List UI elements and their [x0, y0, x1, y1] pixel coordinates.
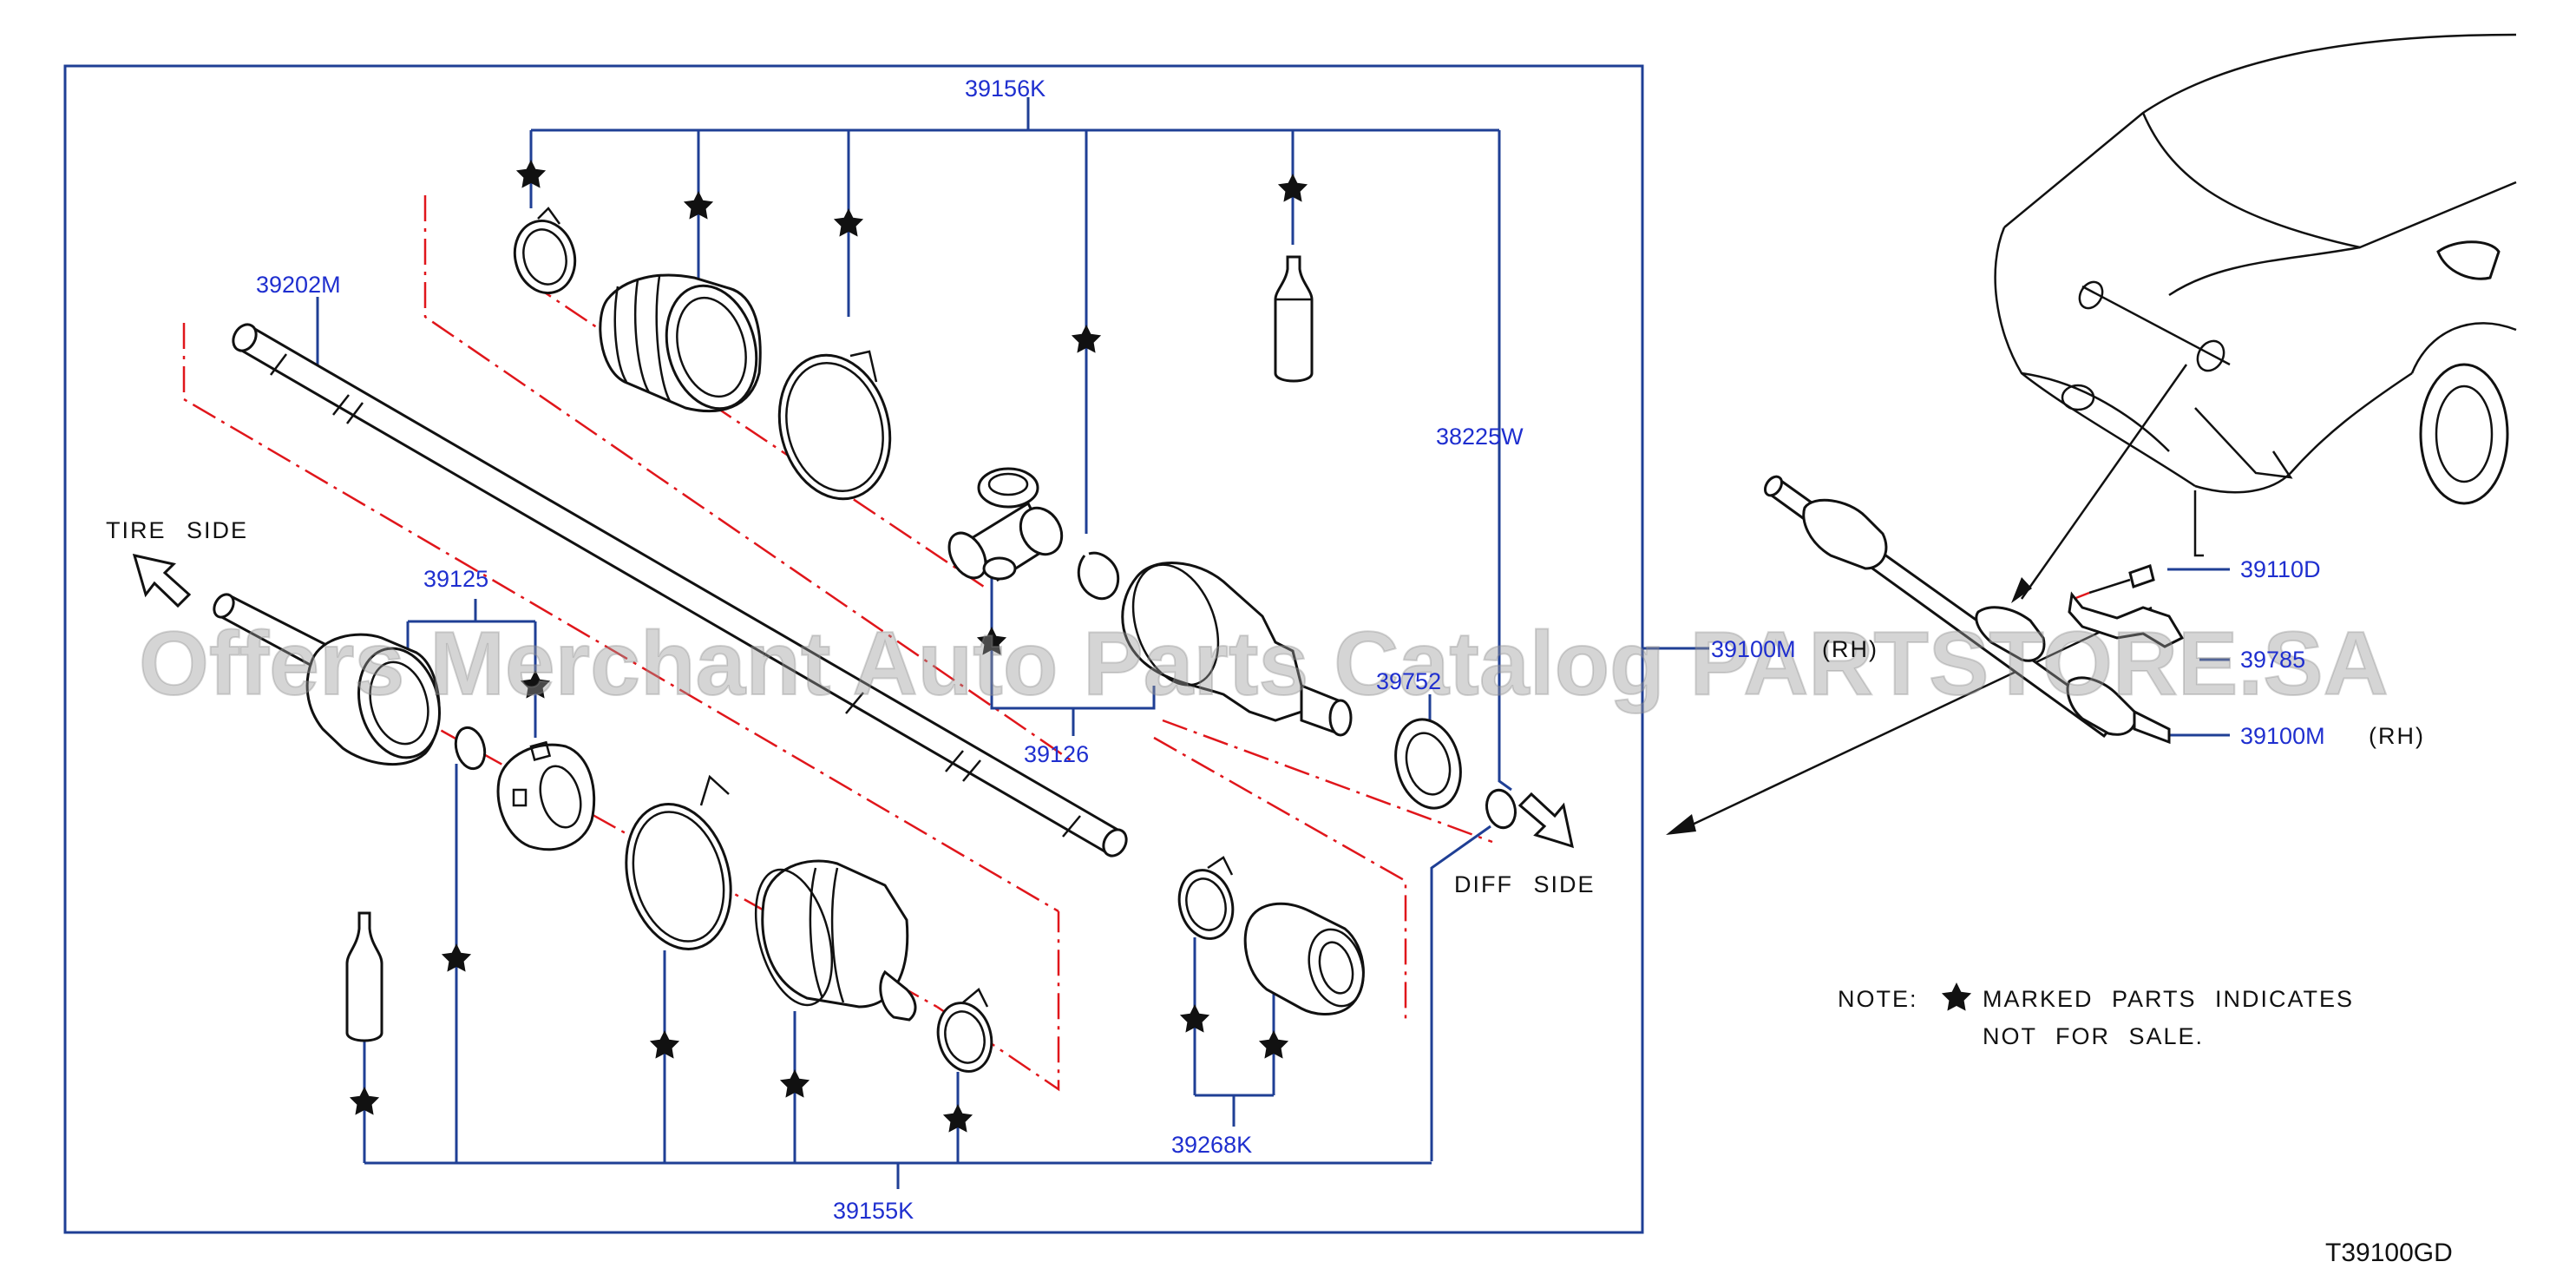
rh-label-main: (RH)	[1822, 636, 1878, 662]
part-callouts: 39156K 39202M 38225W 39125 39126 39752 3…	[256, 76, 2425, 1224]
callout-38225w[interactable]: 38225W	[1436, 424, 1524, 450]
circlip-diff	[1485, 788, 1517, 830]
snap-ring-top	[1077, 551, 1120, 601]
boot-band-bottom-small	[936, 988, 993, 1073]
star-icon	[1941, 982, 1972, 1011]
outer-joint-tire-side	[213, 593, 442, 766]
note-line-2: NOT FOR SALE.	[1983, 1023, 2204, 1049]
grease-tube-top	[1274, 255, 1314, 383]
callout-39110d[interactable]: 39110D	[2240, 556, 2321, 582]
clamp-39268k	[1177, 856, 1235, 940]
rh-label-inset: (RH)	[2369, 723, 2425, 749]
note-block: NOTE: MARKED PARTS INDICATES NOT FOR SAL…	[1838, 982, 2354, 1049]
leader-lines	[316, 97, 2230, 1189]
diff-side-label: DIFF SIDE	[1454, 871, 1596, 897]
callout-39785[interactable]: 39785	[2240, 647, 2305, 673]
boot-band-top-large	[777, 350, 892, 501]
part-drawings	[213, 207, 1517, 1073]
grease-tube-bottom	[345, 911, 383, 1042]
tripod-joint-39126	[947, 467, 1064, 582]
boot-band-top-small	[513, 207, 577, 295]
tire-side-arrow-icon	[132, 553, 192, 608]
callout-39100m-main[interactable]: 39100M	[1711, 636, 1796, 662]
damper-39268k	[1243, 902, 1365, 1015]
joint-housing-diff	[1121, 562, 1353, 737]
note-prefix: NOTE:	[1838, 986, 1918, 1012]
diagram-code: T39100GD	[2325, 1239, 2453, 1267]
callout-39752[interactable]: 39752	[1376, 668, 1441, 694]
callout-39268k[interactable]: 39268K	[1171, 1132, 1252, 1158]
callout-39126[interactable]: 39126	[1024, 741, 1089, 767]
shaft-39202m	[232, 323, 1128, 858]
callout-39155k[interactable]: 39155K	[833, 1198, 914, 1224]
boot-band-bottom-large	[625, 774, 732, 950]
callout-39156k[interactable]: 39156K	[965, 76, 1045, 102]
callout-39125[interactable]: 39125	[423, 566, 488, 592]
boot-top	[599, 273, 762, 413]
note-line-1: MARKED PARTS INDICATES	[1983, 986, 2354, 1012]
circlip-tire	[454, 726, 487, 771]
diff-side-arrow-icon	[1517, 792, 1574, 849]
rh-shaft-inset	[1763, 475, 2185, 745]
watermark: Offers Merchant Auto Parts Catalog PARTS…	[139, 614, 2389, 714]
vehicle-inset	[1666, 33, 2517, 835]
tire-side-label: TIRE SIDE	[106, 517, 248, 543]
callout-39202m[interactable]: 39202M	[256, 272, 341, 298]
boot-bottom	[754, 859, 917, 1022]
callout-39100m-rh[interactable]: 39100M	[2240, 723, 2325, 749]
cage-39125	[496, 740, 596, 851]
oil-seal-39752	[1394, 718, 1462, 810]
